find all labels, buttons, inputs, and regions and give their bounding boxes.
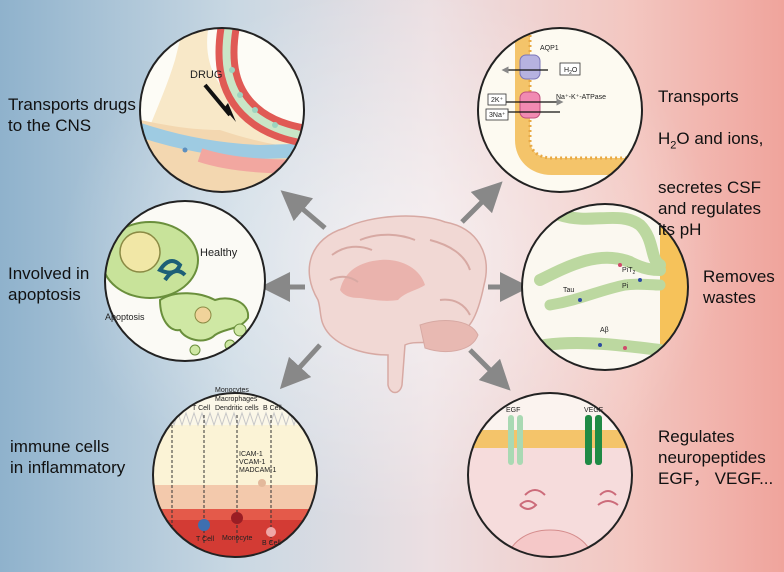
h2o-label: H2O <box>564 67 578 76</box>
aqp1-label: AQP1 <box>540 45 559 52</box>
icam-label: ICAM-1 <box>239 451 263 458</box>
macrophages-label: Macrophages <box>215 396 258 403</box>
sodium-label: 3Na⁺ <box>489 112 506 119</box>
vcam-label: VCAM-1 <box>239 459 266 466</box>
drug-label: DRUG <box>190 69 222 81</box>
t-cell-top-label: T Cell <box>192 405 211 412</box>
egf-label: EGF <box>506 407 520 414</box>
label-transports-drugs: Transports drugs to the CNS <box>8 95 136 135</box>
atpase-label: Na⁺-K⁺-ATPase <box>556 94 606 101</box>
vegf-receptor <box>585 415 592 465</box>
vegf-label: VEGF <box>584 407 603 414</box>
egf-receptor <box>508 415 514 465</box>
label-transports-ions: Transports H2O and ions, secretes CSF an… <box>658 65 763 240</box>
b-cell-top-label: B Cell <box>263 405 282 412</box>
membrane-band <box>468 430 632 448</box>
label-immune-cells: immune cells in inflammatory <box>10 437 126 477</box>
brain-illustration <box>308 215 487 394</box>
arrow-to-neuro-panel <box>468 348 511 391</box>
apoptosis-panel: Healthy Apoptosis <box>104 200 266 362</box>
immune-panel: Monocytes Macrophages Dendritic cells T … <box>152 387 318 558</box>
t-cell-bottom-label: T Cell <box>196 536 215 543</box>
arrow-to-drug-panel <box>280 190 327 230</box>
aqp1-channel <box>519 54 541 80</box>
b-cell <box>266 527 276 537</box>
neuropeptide-panel: EGF VEGF <box>467 392 633 558</box>
csf-panel: AQP1 H2O Na⁺-K⁺-ATPase 2K⁺ 3Na⁺ <box>477 27 643 193</box>
csf-lines: secretes CSF and regulates its pH <box>658 178 762 240</box>
healthy-label: Healthy <box>200 247 238 259</box>
atpase-pump <box>519 91 541 119</box>
pit2-label: PiT2 <box>622 267 636 276</box>
abeta-label: Aβ <box>600 327 609 334</box>
h-letter: H <box>658 129 671 148</box>
arrow-to-immune-panel <box>279 343 322 390</box>
h2o-subscript: 2 <box>670 139 677 152</box>
label-removes-wastes: Removes wastes <box>703 267 775 307</box>
tau-label: Tau <box>563 287 574 294</box>
label-apoptosis: Involved in apoptosis <box>8 264 90 304</box>
drug-transport-panel: DRUG <box>139 27 305 193</box>
monocytes-label: Monocytes <box>215 387 249 394</box>
t-cell <box>198 519 210 531</box>
madcam-label: MADCAM-1 <box>239 467 276 474</box>
apoptosis-cell-label: Apoptosis <box>105 312 145 322</box>
arrow-to-csf-panel <box>460 181 503 224</box>
label-regulates-neuropeptides: Regulates neuropeptides EGF， VEGF... <box>658 427 774 488</box>
b-cell-bottom-label: B Cell <box>262 540 281 547</box>
ions-line: O and ions, <box>676 129 764 148</box>
pi-label: Pi <box>622 283 629 290</box>
potassium-label: 2K⁺ <box>491 97 504 104</box>
transports-line: Transports <box>658 87 739 106</box>
connector-arrows <box>260 181 530 391</box>
dendritic-label: Dendritic cells <box>215 405 259 412</box>
monocyte-label: Monocyte <box>222 535 252 542</box>
monocyte-cell <box>231 512 243 524</box>
